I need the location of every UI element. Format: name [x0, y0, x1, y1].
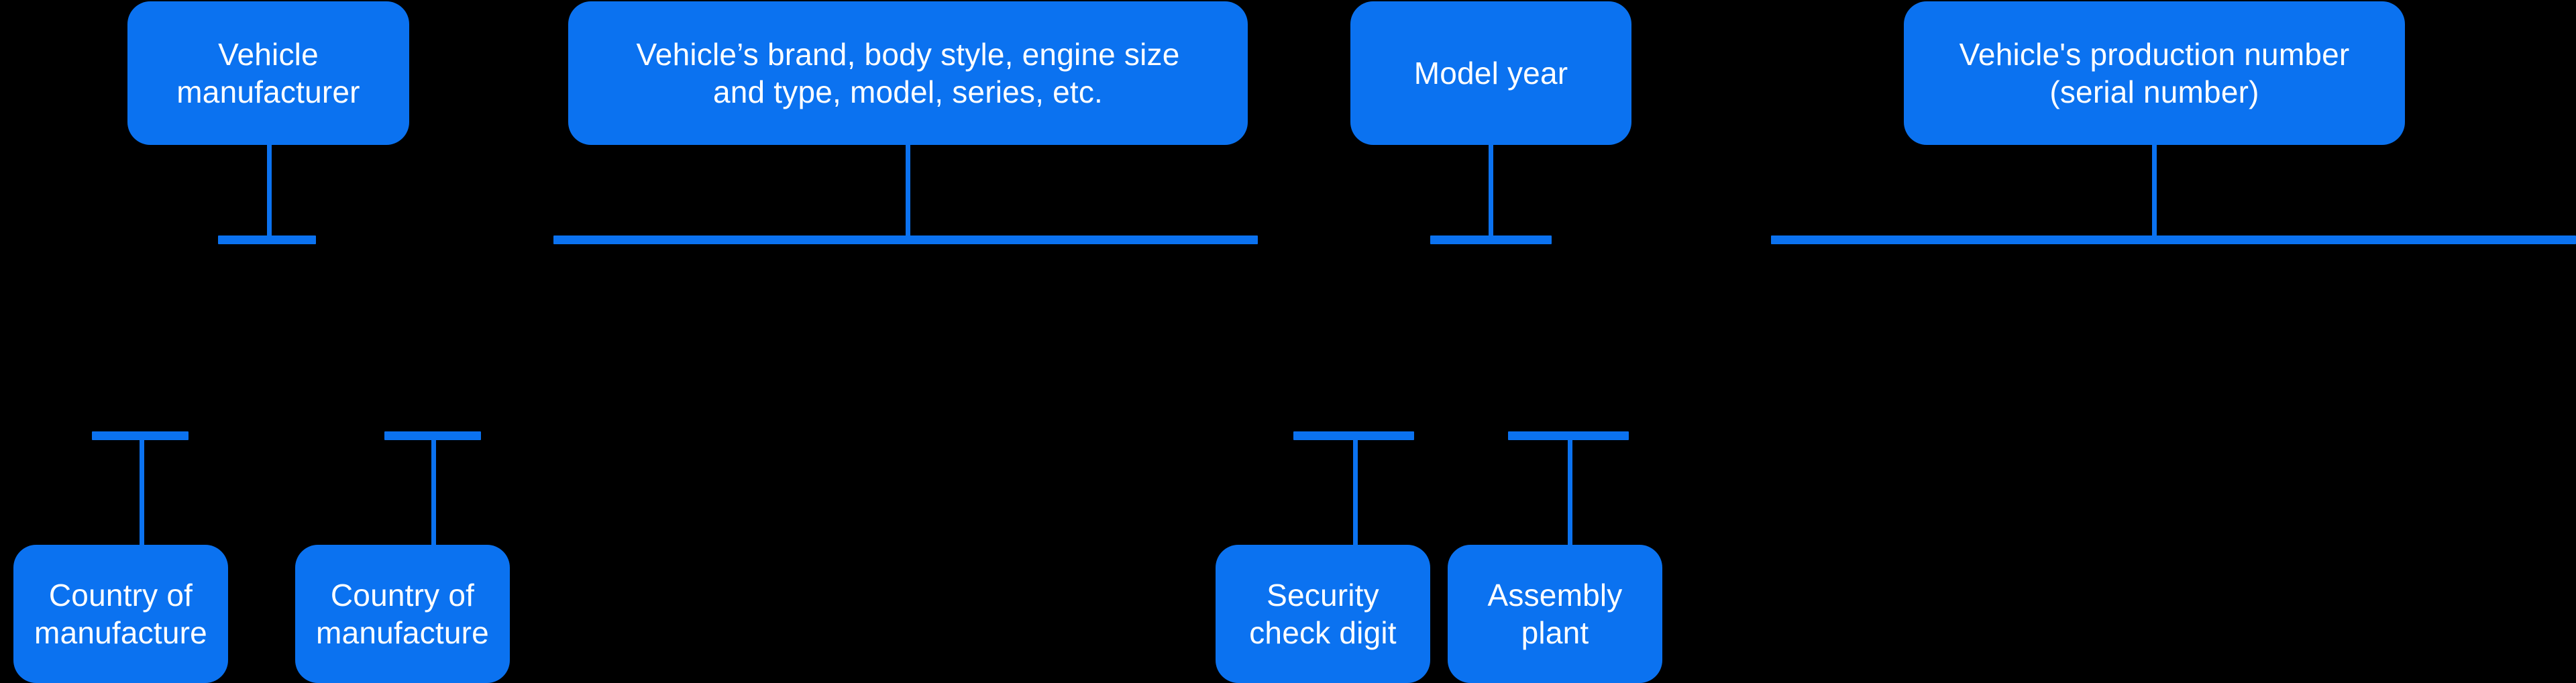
node-vehicle-manufacturer[interactable]: Vehicle manufacturer — [127, 1, 409, 145]
bracket-assembly-plant — [1508, 431, 1629, 440]
node-assembly-plant-label: Assembly plant — [1487, 577, 1623, 650]
stem-security-check-digit — [1353, 436, 1358, 545]
node-country-of-manufacture-2[interactable]: Country of manufacture — [295, 545, 510, 683]
node-vehicle-descriptor-label: Vehicle’s brand, body style, engine size… — [636, 36, 1180, 109]
node-assembly-plant[interactable]: Assembly plant — [1448, 545, 1662, 683]
node-model-year-label: Model year — [1413, 55, 1568, 91]
node-country-of-manufacture-1-label: Country of manufacture — [34, 577, 207, 650]
stem-vehicle-descriptor — [906, 145, 910, 244]
node-production-number-label: Vehicle's production number (serial numb… — [1959, 36, 2350, 109]
node-vehicle-manufacturer-label: Vehicle manufacturer — [176, 36, 360, 109]
bracket-security-check-digit — [1293, 431, 1414, 440]
stem-assembly-plant — [1568, 436, 1572, 545]
node-vehicle-descriptor[interactable]: Vehicle’s brand, body style, engine size… — [568, 1, 1248, 145]
node-model-year[interactable]: Model year — [1350, 1, 1631, 145]
stem-vehicle-manufacturer — [267, 145, 272, 244]
stem-country-of-manufacture-2 — [431, 436, 436, 545]
bracket-country-of-manufacture-1 — [92, 431, 189, 440]
stem-production-number — [2152, 145, 2157, 244]
node-security-check-digit-label: Security check digit — [1249, 577, 1397, 650]
bracket-production-number — [1771, 235, 2576, 244]
node-country-of-manufacture-2-label: Country of manufacture — [316, 577, 489, 650]
node-production-number[interactable]: Vehicle's production number (serial numb… — [1904, 1, 2405, 145]
stem-model-year — [1489, 145, 1493, 244]
node-security-check-digit[interactable]: Security check digit — [1216, 545, 1430, 683]
node-country-of-manufacture-1[interactable]: Country of manufacture — [13, 545, 228, 683]
bracket-country-of-manufacture-2 — [384, 431, 481, 440]
stem-country-of-manufacture-1 — [140, 436, 144, 545]
